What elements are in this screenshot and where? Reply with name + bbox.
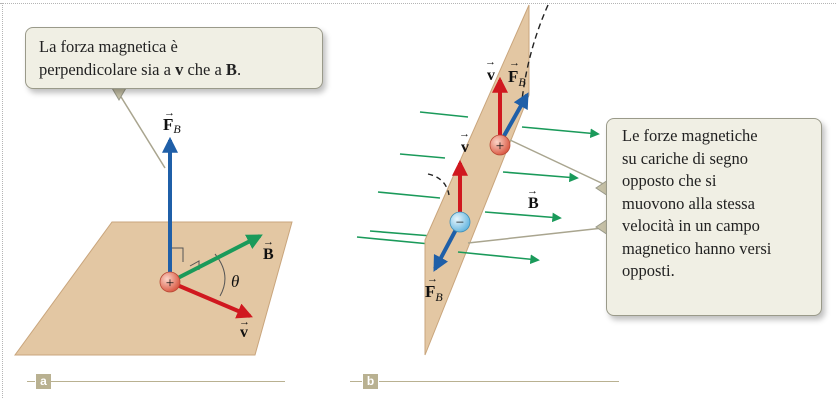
field-vector-overarrow: → <box>263 236 274 248</box>
callout-a-text-suffix: . <box>236 59 242 79</box>
velocity-mid-overarrow: → <box>459 128 470 140</box>
velocity-arrow-a <box>169 280 253 319</box>
panel-label-a: a <box>36 374 51 389</box>
field-line-9 <box>457 251 540 265</box>
field-b-overarrow: → <box>527 185 538 197</box>
force-bottom-overarrow: → <box>427 273 438 285</box>
callout-a-line-2: perpendicolare sia a v che a B. <box>39 59 322 82</box>
velocity-label-a: v <box>240 324 248 341</box>
force-label-b-bottom: FB <box>425 282 443 304</box>
velocity-label-b-top: v <box>487 67 495 84</box>
callout-b-line-3: opposto che si <box>622 171 717 190</box>
callout-b-line-7: opposti. <box>622 261 675 280</box>
field-arrow-a <box>169 234 263 284</box>
force-top-overarrow: → <box>509 57 520 69</box>
callout-a-text-prefix: perpendicolare sia a <box>39 59 176 79</box>
callout-a-tail <box>111 87 127 101</box>
callout-a-text-middle: che a <box>183 59 226 79</box>
callout-b-pointer-bottom <box>467 226 613 244</box>
callout-a: La forza magnetica è perpendicolare sia … <box>25 27 323 89</box>
callout-b-line-4: muovono alla stessa <box>622 193 755 213</box>
field-label-a: B <box>263 246 274 263</box>
callout-b-pointer-top <box>509 139 613 189</box>
frame-left-border <box>2 3 3 398</box>
positive-charge-b <box>489 134 511 156</box>
circular-path-negative <box>427 173 450 196</box>
panel-a-rule-left <box>27 381 35 382</box>
callout-a-vector-v: v <box>175 59 184 79</box>
field-line-6 <box>521 126 600 139</box>
panel-b-rule-right <box>379 381 619 382</box>
field-line-7 <box>502 171 579 183</box>
negative-charge-b-sign: − <box>456 215 464 231</box>
field-line-3 <box>377 191 441 199</box>
field-label-b: B <box>528 195 539 212</box>
callout-b-line-1: Le forze magnetiche <box>622 126 758 145</box>
velocity-vector-overarrow: → <box>239 316 250 328</box>
panel-label-b: b <box>363 374 378 389</box>
callout-b: Le forze magnetiche su cariche di segno … <box>606 118 822 316</box>
velocity-label-b-mid: v <box>461 139 469 156</box>
callout-a-pointer <box>117 91 166 169</box>
field-line-2 <box>399 153 446 159</box>
callout-b-line-5: velocità in un campo <box>622 216 760 235</box>
panel-a: + → FB → B → v θ <box>14 87 293 356</box>
force-vector-overarrow: → <box>164 107 175 119</box>
callout-b-line-6: magnetico hanno versi <box>622 238 772 258</box>
field-line-1 <box>419 111 469 118</box>
force-arrow-b-top <box>498 92 529 144</box>
force-label-a: FB <box>163 115 181 136</box>
panel-b-rule-left <box>350 381 362 382</box>
field-line-5 <box>356 236 431 245</box>
negative-charge-b <box>449 211 471 233</box>
force-label-b-top: FB <box>508 67 526 89</box>
positive-charge-b-sign: + <box>496 139 504 155</box>
callout-b-line-2: su cariche di segno <box>622 148 748 168</box>
panel-b: + − → v → FB → v → B → FB <box>356 4 613 356</box>
angle-label: θ <box>231 272 239 291</box>
field-line-8 <box>484 211 562 223</box>
positive-charge-a-sign: + <box>166 276 174 292</box>
right-angle-mark-force <box>170 247 184 262</box>
positive-charge-a <box>159 271 181 293</box>
callout-a-vector-b: B <box>225 59 237 79</box>
callout-a-line-1: La forza magnetica è <box>39 37 178 56</box>
field-line-4 <box>369 230 433 237</box>
velocity-top-overarrow: → <box>485 56 496 68</box>
frame-top-border <box>0 3 836 4</box>
panel-a-rule-right <box>51 381 285 382</box>
